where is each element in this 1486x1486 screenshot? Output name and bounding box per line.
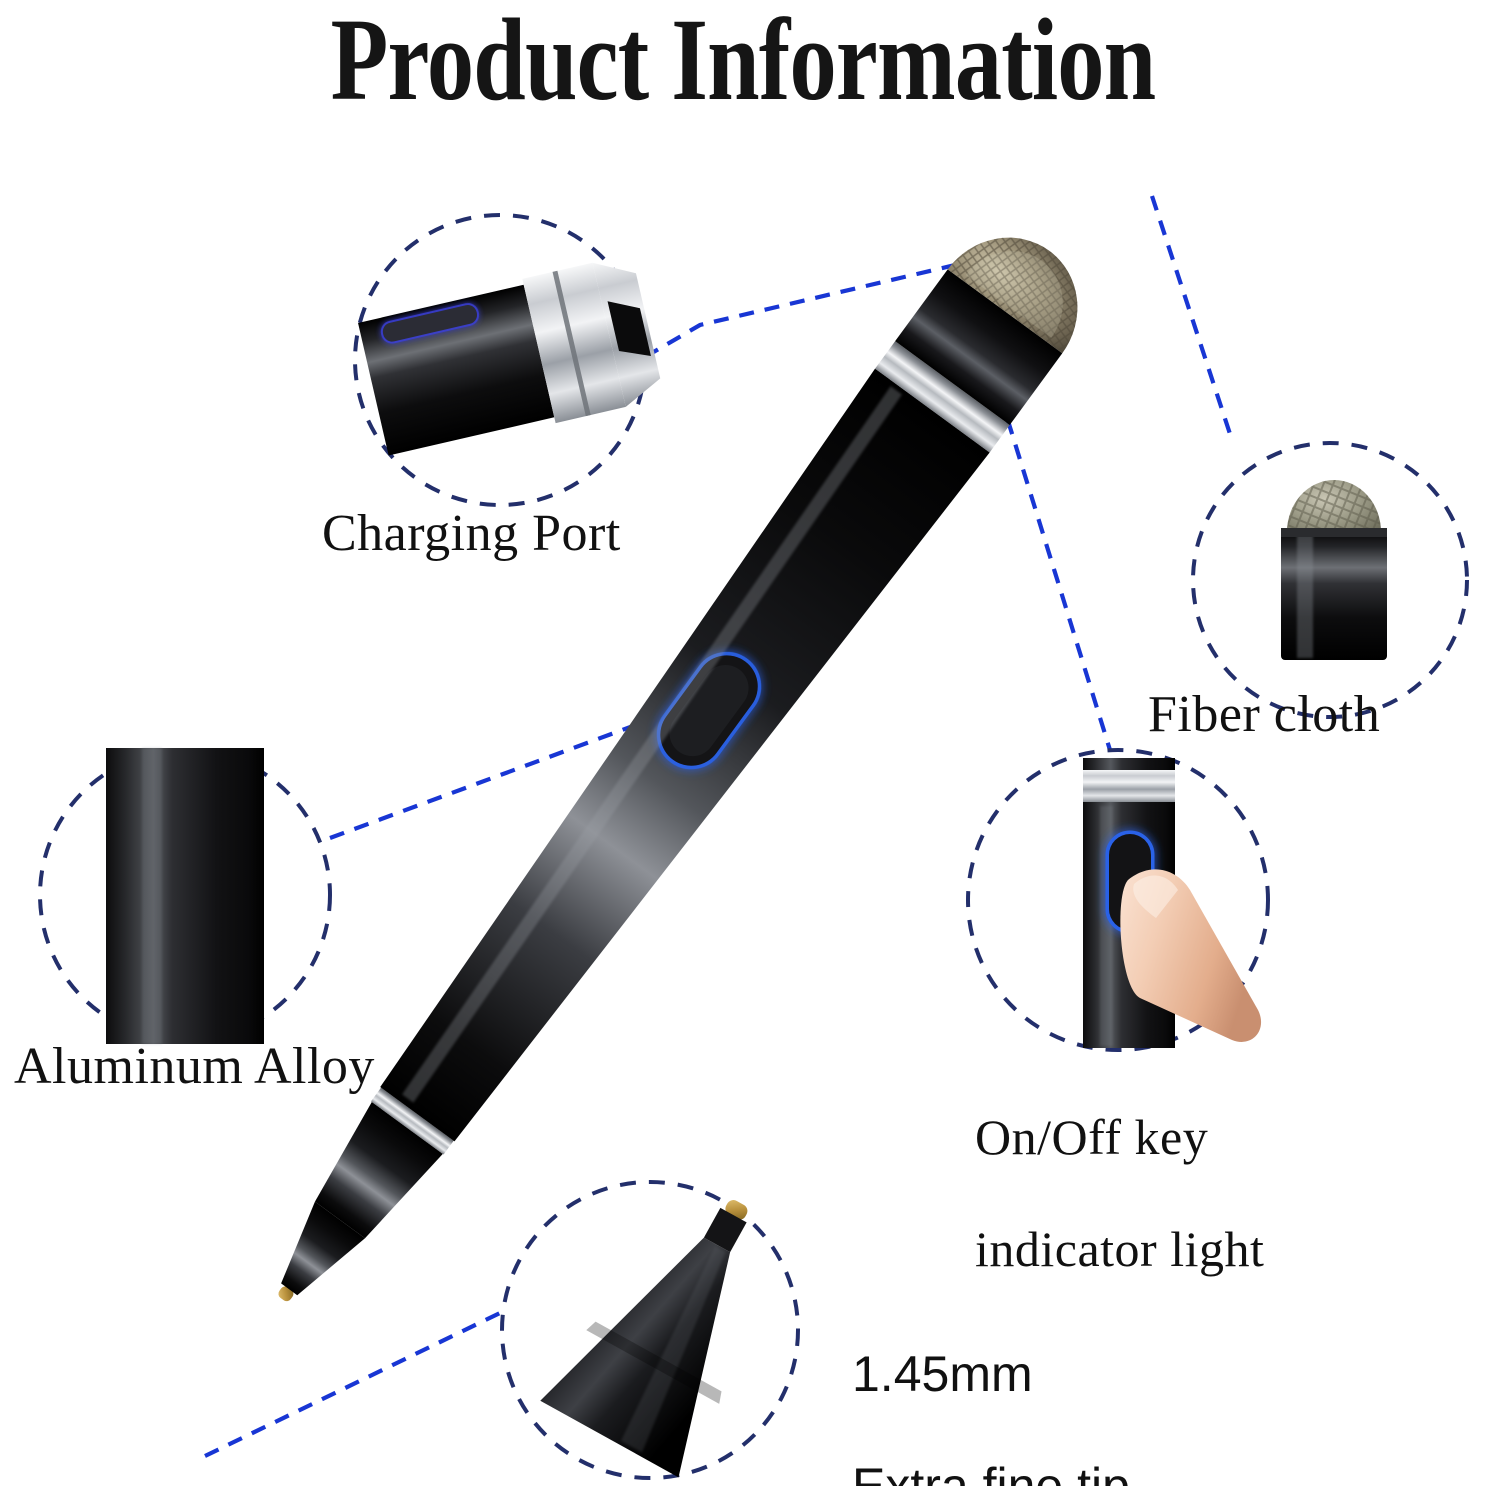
callout-label-charging-port: Charging Port xyxy=(322,505,621,562)
callout-label-fine-tip-line2: Extra fine tip xyxy=(852,1458,1130,1486)
detail-onoff-key xyxy=(1083,758,1262,1048)
pen-fiber-mesh-dome xyxy=(947,237,1078,354)
pen-main-barrel xyxy=(380,368,990,1142)
fine-tip-cone xyxy=(540,1237,731,1478)
fine-tip-gold-nib xyxy=(725,1200,748,1220)
charging-port-end-face xyxy=(592,262,661,407)
pen-silver-band xyxy=(875,341,1010,453)
detail-fine-tip xyxy=(540,1200,748,1478)
callout-circle-fine-tip xyxy=(500,1180,800,1480)
onoff-pressing-finger xyxy=(1120,869,1262,1042)
callout-circle-fiber-cloth xyxy=(1191,441,1469,719)
fine-tip-ferrule xyxy=(703,1207,747,1253)
callout-circle-charging-port xyxy=(353,213,647,507)
pen-nose-cone xyxy=(281,1201,365,1296)
onoff-silver-band xyxy=(1083,770,1175,802)
callout-label-onoff-key: On/Off key indicator light xyxy=(975,1053,1264,1333)
detail-charging-port xyxy=(358,262,661,456)
detail-aluminum-alloy xyxy=(106,748,264,1044)
callout-circle-aluminum-alloy xyxy=(38,748,332,1042)
pen-lower-silver-ring xyxy=(370,1087,454,1155)
fiber-cloth-body xyxy=(1281,528,1387,660)
onoff-power-button xyxy=(1105,830,1155,934)
leader-charging-port xyxy=(643,255,986,359)
leader-fine-tip xyxy=(204,1310,503,1458)
callout-label-aluminum-alloy: Aluminum Alloy xyxy=(14,1038,375,1095)
callout-label-onoff-key-line2: indicator light xyxy=(975,1221,1265,1277)
leader-aluminum-alloy xyxy=(329,714,661,840)
pen-nose-cone-upper xyxy=(314,1101,443,1239)
callout-label-fiber-cloth: Fiber cloth xyxy=(1148,686,1381,743)
pen-gold-nib xyxy=(278,1286,294,1302)
callout-label-fine-tip: 1.45mm Extra fine tip xyxy=(852,1290,1130,1486)
aluminum-barrel-closeup xyxy=(106,748,264,1044)
detail-fiber-cloth xyxy=(1281,480,1387,660)
onoff-barrel xyxy=(1083,758,1175,1048)
pen-black-cap xyxy=(895,269,1063,426)
pen-power-button xyxy=(656,651,762,770)
fiber-cloth-mesh-dome xyxy=(1287,480,1381,540)
charging-port-led xyxy=(380,303,480,344)
charging-port-barrel xyxy=(358,284,555,456)
leader-fiber-cloth xyxy=(1150,195,1234,441)
callout-circle-onoff-key xyxy=(966,748,1270,1052)
leader-onoff-key xyxy=(997,394,1113,751)
pen-gloss-highlight xyxy=(402,386,902,1103)
callout-label-onoff-key-line1: On/Off key xyxy=(975,1109,1209,1165)
charging-port-opening xyxy=(607,301,651,356)
charging-port-collar xyxy=(522,262,626,424)
page-title: Product Information xyxy=(330,0,1157,125)
callout-label-fine-tip-line1: 1.45mm xyxy=(852,1346,1033,1402)
